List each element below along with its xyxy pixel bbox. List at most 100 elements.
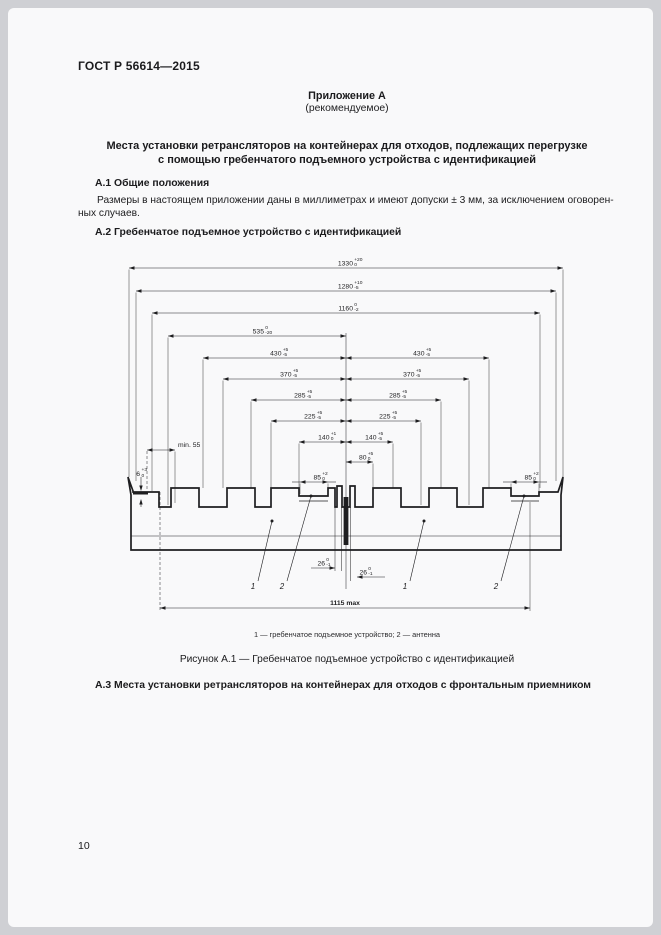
svg-text:+5: +5	[416, 368, 422, 374]
svg-text:225: 225	[304, 414, 316, 421]
svg-text:1280: 1280	[338, 284, 353, 291]
svg-text:-20: -20	[265, 330, 272, 336]
dimension-w85L: 85+20	[292, 471, 336, 494]
dimension-w1330: 1330+200	[128, 257, 564, 477]
figure-caption: Рисунок А.1 — Гребенчатое подъемное устр…	[179, 654, 515, 665]
svg-text:+5: +5	[283, 347, 289, 353]
svg-text:535: 535	[253, 329, 265, 336]
dimension-w26R: 260-1	[357, 566, 385, 579]
svg-text:-5: -5	[378, 436, 383, 442]
svg-text:1160: 1160	[338, 306, 353, 313]
dimension-w140L: 140+10	[298, 431, 346, 495]
svg-text:0: 0	[142, 473, 145, 479]
svg-text:-5: -5	[283, 352, 288, 358]
svg-text:+5: +5	[402, 389, 408, 395]
dimension-w370L: 370+5-5	[222, 368, 346, 488]
dimension-min55: min. 55	[147, 442, 201, 503]
svg-text:1: 1	[403, 582, 407, 591]
callout-1-0: 1	[251, 519, 274, 591]
figure-legend: 1 — гребенчатое подъемное устройство; 2 …	[253, 630, 441, 639]
svg-text:140: 140	[365, 435, 377, 442]
section-a2-heading: А.2 Гребенчатое подъемное устройство с и…	[95, 227, 402, 238]
svg-text:+5: +5	[307, 389, 313, 395]
svg-text:285: 285	[389, 393, 401, 400]
svg-text:26: 26	[359, 570, 367, 577]
svg-text:85: 85	[313, 475, 321, 482]
document-page: ГОСТ Р 56614—2015 Приложение А (рекоменд…	[8, 8, 653, 927]
section-a1-heading: А.1 Общие положения	[95, 178, 210, 189]
svg-text:+20: +20	[354, 257, 363, 263]
section-a3-heading: А.3 Места установки ретрансляторов на ко…	[95, 680, 591, 691]
svg-text:6: 6	[136, 471, 140, 478]
svg-text:0: 0	[354, 262, 357, 268]
svg-text:-5: -5	[426, 352, 431, 358]
svg-text:0: 0	[331, 436, 334, 442]
svg-text:-5: -5	[354, 285, 359, 291]
dimension-w1280: 1280+10-5	[135, 280, 557, 481]
dimension-h6: 6+30	[136, 467, 147, 507]
svg-text:0: 0	[368, 456, 371, 462]
dimension-w225L: 225+5-5	[270, 410, 346, 488]
section-a1-body-line2: ных случаев.	[78, 208, 140, 219]
dimension-w285R: 285+5-5	[346, 389, 442, 488]
svg-text:-5: -5	[307, 394, 312, 400]
svg-text:430: 430	[270, 351, 282, 358]
svg-text:+3: +3	[142, 467, 148, 473]
dimension-w1115: 1115 max	[160, 600, 530, 610]
callout-2-1: 2	[279, 494, 313, 591]
dimension-w140R: 140+5-5	[346, 431, 394, 488]
svg-text:+5: +5	[293, 368, 299, 374]
svg-text:+5: +5	[368, 451, 374, 457]
svg-text:+2: +2	[322, 471, 328, 477]
svg-text:-5: -5	[293, 373, 298, 379]
page-number: 10	[78, 840, 90, 852]
appendix-title-line2: с помощью гребенчатого подъемного устрой…	[158, 154, 536, 166]
svg-text:+5: +5	[392, 410, 398, 416]
svg-text:0: 0	[322, 476, 325, 482]
svg-text:1: 1	[251, 582, 255, 591]
dimension-w80: 80+50	[346, 451, 374, 488]
svg-text:140: 140	[318, 435, 330, 442]
extension-lines	[146, 333, 531, 611]
svg-text:-1: -1	[368, 571, 373, 577]
svg-text:225: 225	[379, 414, 391, 421]
svg-text:+1: +1	[331, 431, 337, 437]
svg-text:-5: -5	[317, 415, 322, 421]
svg-text:+5: +5	[426, 347, 432, 353]
svg-text:285: 285	[294, 393, 306, 400]
dimension-w430R: 430+5-5	[346, 347, 490, 488]
dimension-w26L: 260-1	[311, 557, 335, 570]
appendix-title-line1: Места установки ретрансляторов на контей…	[106, 140, 588, 152]
svg-text:26: 26	[317, 561, 325, 568]
comb-device-profile	[127, 476, 564, 551]
svg-text:1115 max: 1115 max	[330, 600, 360, 607]
svg-text:+5: +5	[378, 431, 384, 437]
callout-1-2: 1	[403, 519, 426, 591]
svg-text:0: 0	[354, 302, 357, 308]
appendix-type-note: (рекомендуемое)	[305, 103, 389, 114]
svg-text:0: 0	[265, 325, 268, 331]
dimension-w285L: 285+5-5	[250, 389, 346, 488]
antenna-bar	[343, 497, 349, 545]
svg-text:-5: -5	[416, 373, 421, 379]
svg-text:0: 0	[368, 566, 371, 572]
dimension-w225R: 225+5-5	[346, 410, 422, 505]
section-a1-body-line1: Размеры в настоящем приложении даны в ми…	[97, 195, 614, 206]
svg-text:min. 55: min. 55	[178, 442, 201, 449]
svg-text:+2: +2	[533, 471, 539, 477]
svg-text:-5: -5	[392, 415, 397, 421]
svg-text:1330: 1330	[338, 261, 353, 268]
svg-text:80: 80	[359, 455, 367, 462]
svg-text:370: 370	[403, 372, 415, 379]
dimension-w85R: 85+20	[503, 471, 547, 494]
dimension-w370R: 370+5-5	[346, 368, 470, 505]
svg-text:-2: -2	[354, 307, 359, 313]
svg-text:-5: -5	[402, 394, 407, 400]
svg-text:370: 370	[280, 372, 292, 379]
appendix-label: Приложение А	[308, 90, 386, 102]
svg-text:-1: -1	[326, 562, 331, 568]
svg-text:2: 2	[493, 582, 499, 591]
